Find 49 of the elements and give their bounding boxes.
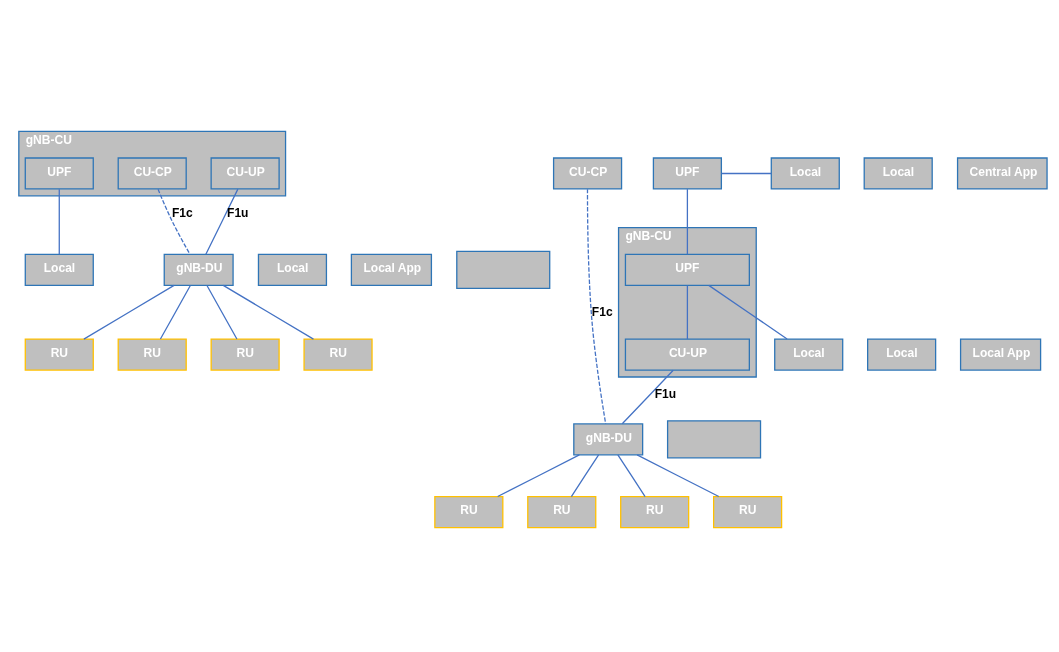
connector xyxy=(205,188,239,255)
connector xyxy=(58,188,60,255)
connector xyxy=(83,284,175,340)
connector xyxy=(157,188,191,255)
connector xyxy=(497,454,580,498)
node-box xyxy=(456,250,551,289)
connector xyxy=(686,188,689,255)
connector xyxy=(586,188,607,425)
node-box: CU-CP xyxy=(552,157,623,190)
node-box: gNB-DU xyxy=(163,253,234,286)
node-box: RU xyxy=(117,338,187,371)
node-box: Local xyxy=(867,338,937,371)
connector xyxy=(636,454,720,498)
edge-label: F1u xyxy=(654,386,677,401)
node-box: Local xyxy=(24,253,94,286)
node-box: Local xyxy=(257,253,328,286)
node-box: Central App xyxy=(956,157,1048,190)
node-box: Local App xyxy=(959,338,1042,371)
node-box: CU-CP xyxy=(117,157,187,190)
node-box: UPF xyxy=(24,157,94,190)
edge-label: F1c xyxy=(171,205,193,220)
edge-label: F1c xyxy=(591,305,613,320)
node-box: Local App xyxy=(350,253,433,286)
node-box: Local xyxy=(774,338,844,371)
node-box: Local xyxy=(770,157,840,190)
connector xyxy=(206,284,238,340)
edge-label: F1u xyxy=(227,205,249,220)
connector xyxy=(159,284,191,340)
connector xyxy=(570,454,600,498)
node-box: Local xyxy=(863,157,933,190)
connector xyxy=(621,369,674,425)
node-box: UPF xyxy=(652,157,723,190)
node-box: UPF xyxy=(624,253,750,286)
connector xyxy=(686,284,689,340)
connector xyxy=(222,284,315,340)
node-box: RU xyxy=(24,338,94,371)
node-box: RU xyxy=(303,338,373,371)
node-box: CU-UP xyxy=(210,157,280,190)
node-box: RU xyxy=(210,338,280,371)
node-box: CU-UP xyxy=(624,338,750,371)
node-box: RU xyxy=(434,495,504,529)
node-box: RU xyxy=(527,495,597,529)
node-box: RU xyxy=(620,495,690,529)
connector xyxy=(720,172,772,175)
node-box: gNB-DU xyxy=(573,423,644,456)
node-box: RU xyxy=(713,495,783,529)
node-box xyxy=(666,420,762,459)
connector xyxy=(708,284,788,340)
connector xyxy=(617,454,646,498)
